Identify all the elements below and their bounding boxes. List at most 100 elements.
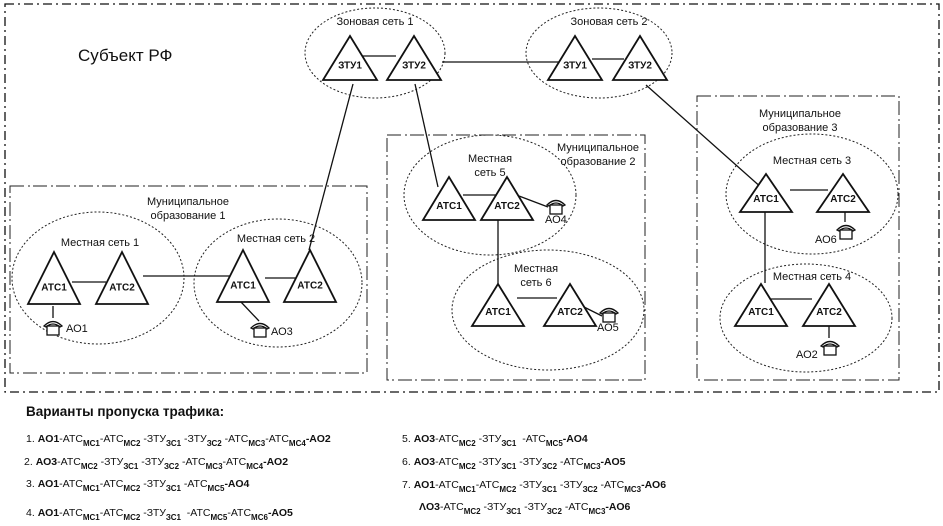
route-segment: -ЗТУ [475, 456, 502, 468]
ml6-atc1-node: АТС1 [470, 282, 526, 327]
node-label: АТС1 [41, 282, 67, 293]
local-network-2-label: Местная сеть 2 [237, 233, 315, 245]
route-segment-subscript: МС4 [246, 462, 264, 471]
node-label: АТС2 [816, 307, 842, 318]
node-label: АТС1 [485, 307, 511, 318]
route-segment: -АТС [265, 433, 289, 445]
node-label: АТС1 [753, 194, 779, 205]
local-network-1-label: Местная сеть 1 [61, 237, 139, 249]
node-label: АТС2 [109, 282, 135, 293]
route-segment: -АТС [227, 507, 252, 519]
ml1-atc2-node: АТС2 [94, 249, 150, 305]
node-label: АТС1 [748, 307, 774, 318]
route-segment-subscript: МС2 [123, 439, 141, 448]
region-label: Субъект РФ [78, 46, 172, 65]
route-segment-subscript: МС2 [463, 507, 481, 516]
municipality-2-box [386, 134, 646, 381]
municipality-2-label-line1: Муниципальное [557, 142, 639, 154]
node-triangle-icon [546, 34, 604, 81]
route-segment: -АО5 [600, 456, 626, 468]
route-segment: -АТС [99, 507, 124, 519]
route-segment-subscript: МС2 [123, 513, 141, 522]
telephone-icon [598, 307, 620, 323]
route-segment-subscript: МС4 [288, 439, 306, 448]
route-segment: -ЗТУ [516, 456, 542, 468]
route-segment: -АТС [59, 478, 83, 490]
traffic-route-item: ɅO3-АТСМС2 -ЗТУЗС1 -ЗТУЗС2 -АТСМС3-АО6 [419, 501, 631, 516]
subscriber-ao4: АО4 [545, 199, 567, 226]
zone-network-2-label: Зоновая сеть 2 [571, 16, 648, 28]
route-segment-subscript: МС3 [583, 462, 601, 471]
route-segment: -АТС [475, 479, 500, 491]
route-segment: -АО4 [224, 478, 250, 490]
route-segment: -АО4 [562, 433, 588, 445]
local-network-5-label-line2: сеть 5 [474, 167, 505, 179]
connections [52, 55, 846, 338]
route-segment: -АТС [59, 433, 83, 445]
node-triangle-icon [94, 249, 150, 305]
route-segment-subscript: МС2 [458, 439, 476, 448]
route-number: 5. [402, 433, 414, 445]
ml2-atc2-node: АТС2 [282, 247, 338, 303]
route-segment-subscript: МС2 [123, 484, 141, 493]
subscriber-label: АО1 [66, 323, 88, 335]
link-zone2-ml3 [645, 84, 764, 190]
route-segment-subscript: ЗС1 [506, 507, 522, 516]
subscriber-label: АО5 [597, 322, 619, 334]
node-label: АТС2 [297, 280, 323, 291]
route-segment: АО1 [413, 479, 436, 491]
route-number: 4. [26, 507, 38, 519]
route-number: 2. [24, 456, 36, 468]
node-label: ЗТУ1 [338, 61, 362, 72]
route-segment-subscript: МС2 [499, 485, 517, 494]
route-segment: -ЗТУ [556, 479, 583, 491]
route-segment: АО1 [37, 478, 60, 490]
route-segment-subscript: ЗС1 [165, 484, 181, 493]
node-triangle-icon [321, 34, 379, 81]
ml2-atc1-node: АТС1 [215, 247, 271, 303]
local-network-5-ellipse [403, 134, 577, 256]
local-network-2-ellipse [193, 218, 363, 348]
route-number: 3. [26, 478, 38, 490]
route-segment-subscript: ЗС1 [501, 439, 517, 448]
local-network-1-ellipse [11, 211, 185, 345]
subscriber-ao1: АО1 [42, 320, 88, 336]
local-network-6-label-line2: сеть 6 [520, 277, 551, 289]
route-segment: АО1 [37, 507, 60, 519]
route-segment-subscript: МС3 [248, 439, 266, 448]
route-segment: -ЗТУ [97, 456, 124, 468]
municipality-1-label-line2: образование 1 [151, 210, 226, 222]
node-label: АТС2 [830, 194, 856, 205]
route-segment: АО3 [35, 456, 58, 468]
local-network-6-ellipse [451, 249, 645, 371]
node-label: АТС2 [557, 307, 583, 318]
route-segment: -АТС [99, 478, 124, 490]
route-segment: -АТС [99, 433, 124, 445]
node-triangle-icon [26, 249, 82, 305]
municipality-3-label-line2: образование 3 [763, 122, 838, 134]
route-segment-subscript: МС3 [588, 507, 606, 516]
route-segment: -ЗТУ [521, 501, 547, 513]
local-network-6-label-line1: Местная [514, 263, 558, 275]
local-network-4-label: Местная сеть 4 [773, 271, 851, 283]
route-segment-subscript: МС1 [82, 439, 100, 448]
node-triangle-icon [733, 282, 789, 327]
route-segment-subscript: МС3 [624, 485, 642, 494]
route-segment: -ЗТУ [140, 478, 166, 490]
route-segment-subscript: МС6 [251, 513, 268, 522]
route-segment: -АТС [516, 433, 546, 445]
route-segment: -АО6 [605, 501, 631, 513]
route-segment-subscript: ЗС2 [582, 485, 598, 494]
route-segment-subscript: МС5 [210, 513, 228, 522]
route-segment-subscript: МС2 [458, 462, 476, 471]
route-segment: -ЗТУ [138, 456, 164, 468]
link-ao5 [583, 306, 603, 317]
node-label: ЗТУ1 [563, 61, 587, 72]
subscriber-label: АО3 [271, 326, 293, 338]
node-label: ЗТУ2 [628, 61, 652, 72]
route-segment-subscript: ЗС2 [541, 462, 558, 471]
route-segment-subscript: ЗС2 [206, 439, 222, 448]
municipality-3-box [696, 95, 900, 381]
zone1-ztu2-node: ЗТУ2 [385, 34, 443, 81]
